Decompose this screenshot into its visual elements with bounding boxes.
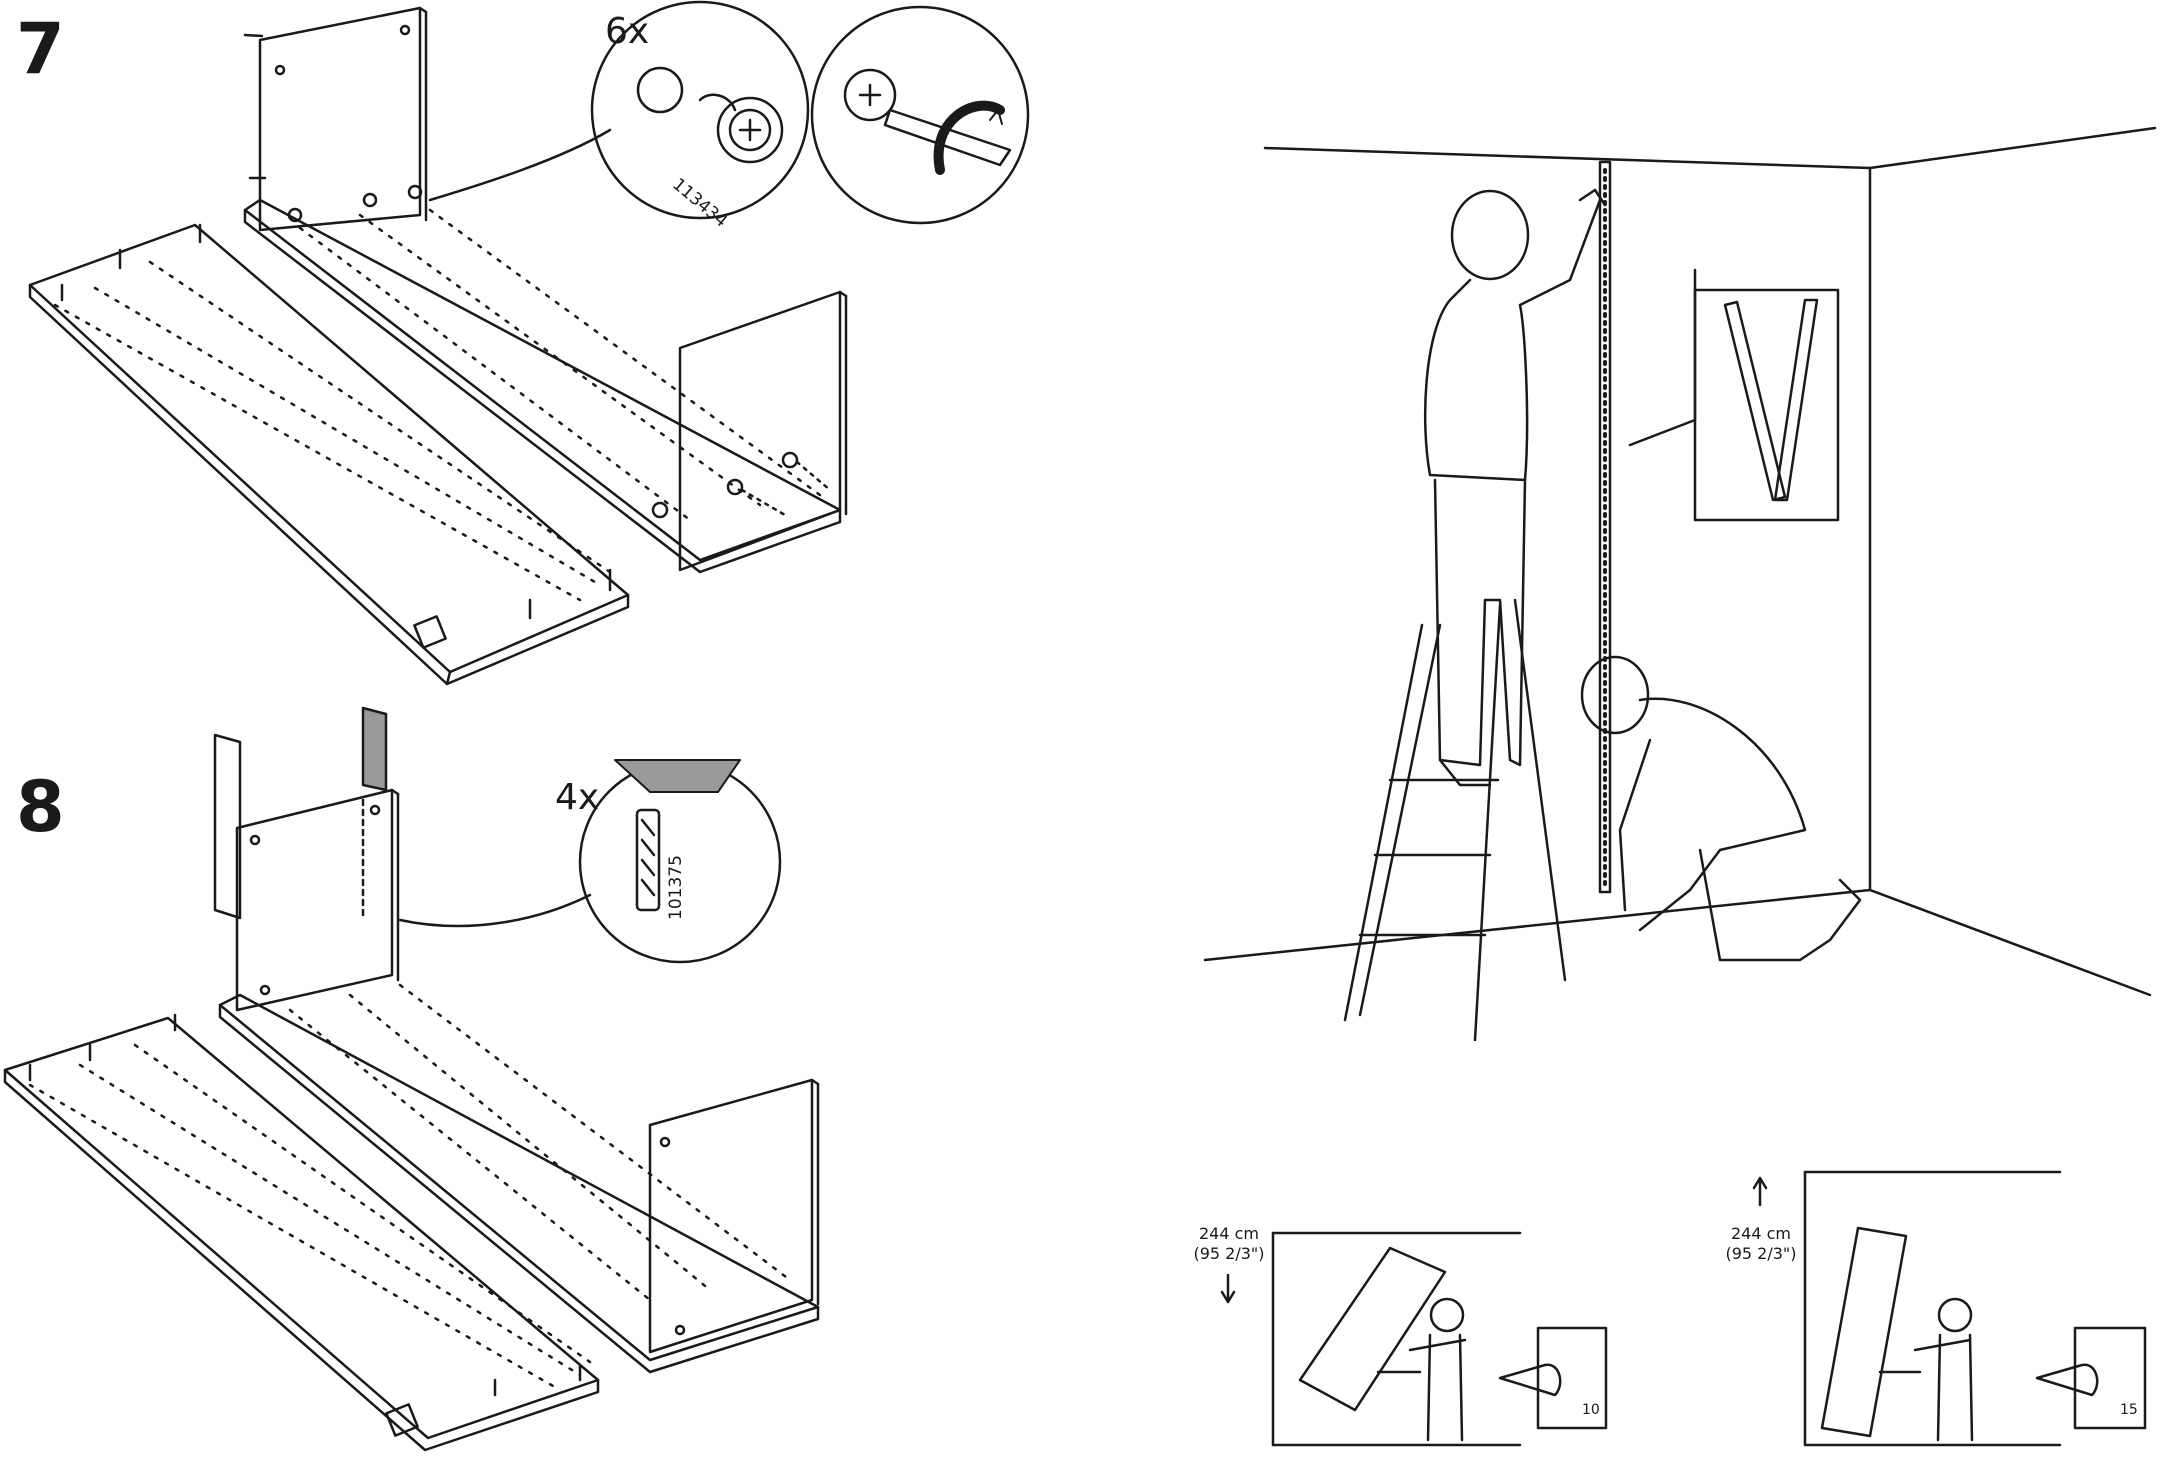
wooden-dowel-icon bbox=[637, 810, 659, 910]
option-244-up-label: 244 cm (95 2/3") bbox=[1722, 1224, 1800, 1264]
screwdriver-turn-icon bbox=[845, 70, 1010, 170]
cam-lock-icon bbox=[638, 68, 782, 162]
person-kneeling-icon bbox=[1582, 657, 1860, 960]
step-8-number: 8 bbox=[16, 772, 65, 842]
option-244-down-imperial: (95 2/3") bbox=[1190, 1244, 1268, 1264]
step-7-bottom-panel bbox=[30, 225, 628, 684]
ceiling-line bbox=[1265, 148, 1870, 168]
option-244-up-metric: 244 cm bbox=[1722, 1224, 1800, 1244]
option-244-down bbox=[1222, 1233, 1606, 1445]
folding-ruler-icon bbox=[1725, 300, 1817, 500]
step-8-bottom-panel bbox=[5, 1015, 598, 1450]
step-7-number: 7 bbox=[16, 14, 65, 84]
step-8-callout-line bbox=[400, 895, 590, 926]
hand-turning-page-icon bbox=[1500, 1365, 1560, 1395]
step-7-back-panel bbox=[245, 8, 840, 572]
step-7-detail-circle-screwdriver bbox=[812, 7, 1028, 223]
option-244-down-label: 244 cm (95 2/3") bbox=[1190, 1224, 1268, 1264]
measuring-scene bbox=[1205, 128, 2155, 1040]
step-7-end-panel bbox=[653, 292, 846, 570]
person-standing-icon bbox=[1425, 190, 1605, 785]
step-8-illustration bbox=[5, 708, 818, 1450]
measuring-tape bbox=[1600, 162, 1610, 892]
person-lifting-icon bbox=[1880, 1299, 1972, 1440]
step-7-callout-line bbox=[430, 130, 610, 200]
step-ladder-icon bbox=[1345, 600, 1565, 1040]
step-8-part-number: 101375 bbox=[668, 855, 685, 920]
hand-turning-page-icon bbox=[2037, 1365, 2097, 1395]
option-244-up-page-ref: 15 bbox=[2120, 1403, 2138, 1417]
person-lifting-icon bbox=[1378, 1299, 1465, 1440]
step-8-back-panel bbox=[220, 790, 818, 1372]
step-7-illustration bbox=[30, 2, 1028, 684]
step-8-quantity: 4x bbox=[555, 780, 599, 816]
option-244-up-imperial: (95 2/3") bbox=[1722, 1244, 1800, 1264]
folding-rule-detail bbox=[1630, 270, 1838, 520]
step-8-end-panel bbox=[650, 1080, 818, 1352]
option-244-down-metric: 244 cm bbox=[1190, 1224, 1268, 1244]
step-7-quantity: 6x bbox=[605, 14, 649, 50]
option-244-down-page-ref: 10 bbox=[1582, 1403, 1600, 1417]
option-244-up bbox=[1754, 1172, 2145, 1445]
